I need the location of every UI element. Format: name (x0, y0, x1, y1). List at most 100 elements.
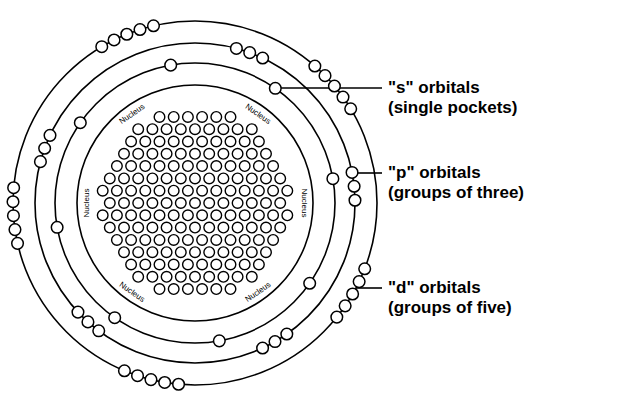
nucleus-particle (254, 161, 265, 172)
nucleus-particle (126, 259, 137, 270)
nucleus-particle (97, 185, 108, 196)
orbital-pocket (345, 103, 357, 115)
nucleus-particle (204, 124, 215, 135)
nucleus-label: Nucleus (118, 280, 147, 304)
orbital-callout: "d" orbitals (groups of five) (388, 278, 515, 318)
nucleus-particle (247, 173, 258, 184)
nucleus-particle (254, 136, 265, 147)
nucleus-particle (218, 222, 229, 233)
nucleus-particle (261, 247, 272, 258)
orbital-pocket (35, 156, 47, 168)
orbital-pocket (148, 20, 160, 32)
orbital-pocket (8, 210, 20, 222)
nucleus-particle (211, 259, 222, 270)
nucleus-particle (261, 222, 272, 233)
nucleus-particle (232, 271, 243, 282)
orbital-pocket (231, 43, 243, 55)
nucleus-particle (147, 271, 158, 282)
nucleus-particle (190, 149, 201, 160)
nucleus-particle (225, 259, 236, 270)
nucleus-particle (112, 210, 123, 221)
orbital-pocket (337, 91, 349, 103)
nucleus-particle (239, 235, 250, 246)
nucleus-particle (161, 247, 172, 258)
nucleus-particle (140, 210, 151, 221)
nucleus-particle (112, 161, 123, 172)
orbital-pocket (145, 374, 157, 386)
nucleus-particle (133, 124, 144, 135)
nucleus-particle (232, 198, 243, 209)
orbital-pocket (109, 312, 121, 324)
nucleus-particle (268, 161, 279, 172)
nucleus-label: Nucleus (243, 102, 272, 126)
nucleus-particle (97, 210, 108, 221)
orbital-pocket (132, 370, 144, 382)
nucleus-particle (105, 173, 116, 184)
nucleus-particle (204, 247, 215, 258)
nucleus-particle (154, 284, 165, 295)
nucleus-particle (239, 259, 250, 270)
nucleus-particle (183, 185, 194, 196)
nucleus-particle (282, 210, 293, 221)
nucleus-particle (176, 173, 187, 184)
nucleus-particle (133, 222, 144, 233)
orbital-pocket (329, 80, 341, 92)
nucleus-particle (225, 284, 236, 295)
nucleus-particle (133, 198, 144, 209)
nucleus-particle (168, 210, 179, 221)
nucleus-particle (154, 136, 165, 147)
nucleus-particle (154, 161, 165, 172)
orbital-pocket (39, 142, 51, 154)
orbital-pocket (82, 316, 94, 328)
nucleus-particle (126, 136, 137, 147)
nucleus-particle (211, 112, 222, 123)
nucleus-particle (218, 173, 229, 184)
nucleus-particle (176, 222, 187, 233)
nucleus-particle (119, 149, 130, 160)
orbital-pocket (159, 377, 171, 389)
nucleus-particle (268, 235, 279, 246)
orbital-pocket (12, 238, 24, 250)
nucleus-particle (254, 259, 265, 270)
nucleus-particle (147, 149, 158, 160)
nucleus-particle (147, 124, 158, 135)
nucleus-particle (154, 259, 165, 270)
nucleus-particle (154, 112, 165, 123)
nucleus-particle (154, 185, 165, 196)
nucleus-particle (197, 259, 208, 270)
shell-ring (13, 21, 377, 385)
orbital-pocket (347, 288, 359, 300)
orbital-pocket (108, 34, 120, 46)
nucleus-particle (232, 124, 243, 135)
orbital-pocket (51, 222, 63, 234)
nucleus-particle (211, 210, 222, 221)
nucleus-particle (197, 185, 208, 196)
nucleus-particle (133, 149, 144, 160)
nucleus-particle (232, 222, 243, 233)
nucleus-particle (197, 112, 208, 123)
nucleus-particle (161, 271, 172, 282)
nucleus-particle (254, 210, 265, 221)
nucleus-particle (105, 198, 116, 209)
nucleus-particle (105, 222, 116, 233)
nucleus-label: Nucleus (243, 280, 272, 304)
nucleus-particle (154, 210, 165, 221)
nucleus-particle (161, 149, 172, 160)
nucleus-particle (126, 185, 137, 196)
nucleus-particle (225, 210, 236, 221)
nucleus-particle (161, 222, 172, 233)
orbital-pocket (339, 300, 351, 312)
orbital-callout: "p" orbitals (groups of three) (388, 163, 527, 203)
nucleus-particle (147, 247, 158, 258)
orbital-pocket (7, 196, 19, 208)
nucleus-particle (140, 136, 151, 147)
nucleus-particle (204, 173, 215, 184)
nucleus-particle (119, 222, 130, 233)
orbital-pocket (269, 336, 281, 348)
nucleus-particle (275, 198, 286, 209)
nucleus-particle (247, 124, 258, 135)
nucleus-particle (190, 173, 201, 184)
